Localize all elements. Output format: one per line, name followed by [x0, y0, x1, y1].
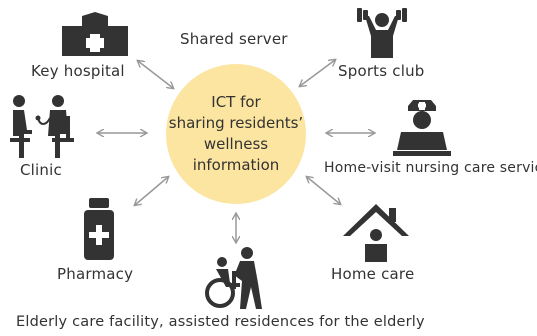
home-care-label: Home care — [331, 265, 415, 283]
elderly-care-label: Elderly care facility, assisted residenc… — [16, 314, 425, 330]
doctor-patient-icon — [10, 95, 74, 158]
house-person-icon — [343, 204, 409, 262]
central-hub: ICT for sharing residents’ wellness info… — [166, 64, 306, 204]
arrow-key-hospital — [138, 61, 173, 88]
hub-line-1: ICT for — [211, 93, 261, 111]
hub-line-4: information — [192, 156, 280, 174]
nurse-icon — [393, 100, 451, 156]
sports-club-label: Sports club — [338, 62, 425, 80]
arrow-home-care — [307, 177, 340, 204]
diagram-title: Shared server — [180, 30, 288, 48]
hospital-icon — [62, 12, 128, 56]
pharmacy-label: Pharmacy — [57, 265, 134, 283]
arrow-sports-club — [300, 60, 335, 86]
nursing-label: Home-visit nursing care service — [324, 160, 537, 176]
wheelchair-caregiver-icon — [205, 247, 262, 309]
key-hospital-label: Key hospital — [31, 62, 125, 80]
hub-line-2: sharing residents’ — [168, 114, 304, 132]
dumbbell-person-icon — [357, 8, 407, 58]
medicine-bottle-icon — [84, 198, 114, 260]
hub-line-3: wellness — [203, 135, 269, 153]
arrow-pharmacy — [135, 177, 168, 205]
clinic-label: Clinic — [20, 161, 62, 179]
